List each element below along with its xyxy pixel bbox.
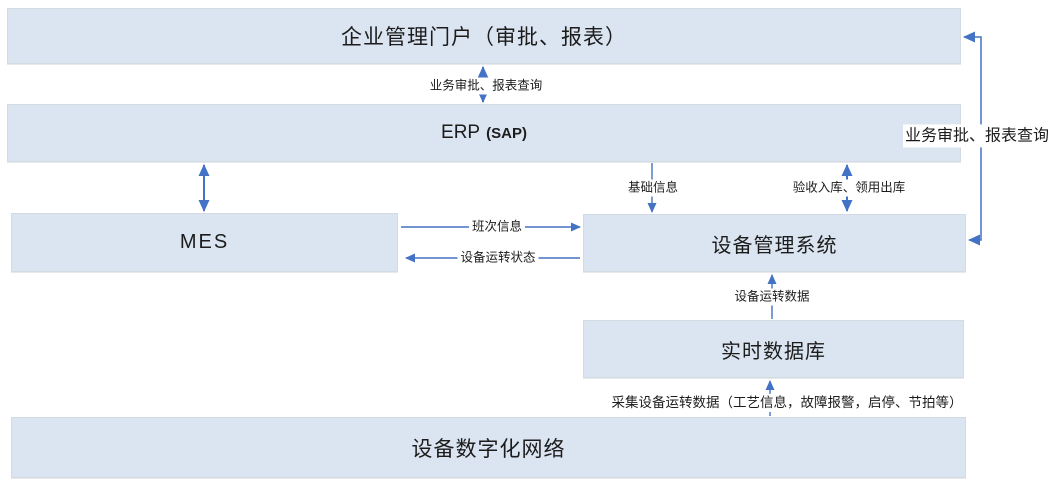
node-mes-label: MES (179, 231, 230, 253)
edge-label-erp-ems-inout: 验收入库、领用出库 (789, 179, 909, 197)
node-enterprise-portal: 企业管理门户（审批、报表） (7, 8, 961, 64)
node-equipment-digital-network-label: 设备数字化网络 (411, 437, 566, 461)
edge-label-erp-ems-basic: 基础信息 (624, 179, 682, 197)
edge-label-rtdb-ems-data: 设备运转数据 (731, 288, 813, 306)
node-realtime-database-label: 实时数据库 (721, 340, 826, 363)
edge-label-mes-ems-shift: 班次信息 (468, 218, 526, 236)
node-erp: ERP (SAP) (7, 104, 961, 162)
node-realtime-database: 实时数据库 (583, 320, 964, 378)
edge-label-portal-erp: 业务审批、报表查询 (426, 77, 546, 95)
edge-label-ems-mes-status: 设备运转状态 (457, 249, 539, 267)
node-enterprise-portal-label: 企业管理门户（审批、报表） (341, 26, 627, 49)
edge-label-network-rtdb-collect: 采集设备运转数据（工艺信息，故障报警，启停、节拍等） (608, 393, 966, 413)
node-erp-sublabel: (SAP) (486, 124, 527, 142)
node-mes: MES (11, 213, 398, 272)
node-equipment-digital-network: 设备数字化网络 (11, 417, 966, 478)
edge-label-ems-portal: 业务审批、报表查询 (903, 124, 1052, 148)
node-erp-label: ERP (441, 122, 481, 143)
node-equipment-management-system: 设备管理系统 (583, 214, 966, 272)
node-equipment-management-system-label: 设备管理系统 (711, 234, 838, 257)
